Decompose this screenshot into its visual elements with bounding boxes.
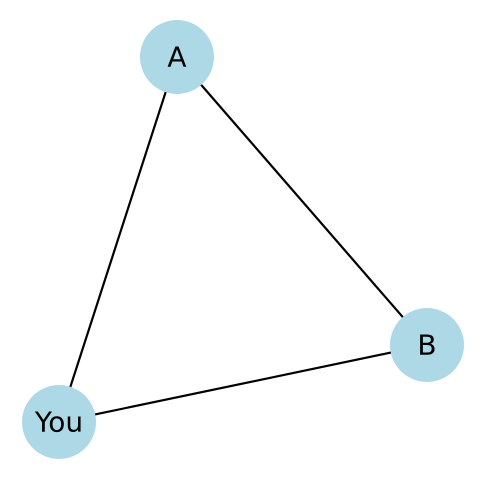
node-b-circle <box>390 308 464 382</box>
edge-a-b <box>176 56 428 346</box>
nodes-layer: A B You <box>22 20 464 459</box>
edge-b-you <box>58 343 428 424</box>
node-you-circle <box>22 385 96 459</box>
node-a-label: A <box>167 41 186 74</box>
node-b: B <box>390 308 464 382</box>
node-a-circle <box>140 20 214 94</box>
node-a: A <box>140 20 214 94</box>
node-you: You <box>22 385 96 459</box>
edges-layer <box>57 56 428 424</box>
edge-a-you <box>57 56 179 423</box>
node-you-label: You <box>34 406 83 439</box>
node-b-label: B <box>417 329 436 362</box>
